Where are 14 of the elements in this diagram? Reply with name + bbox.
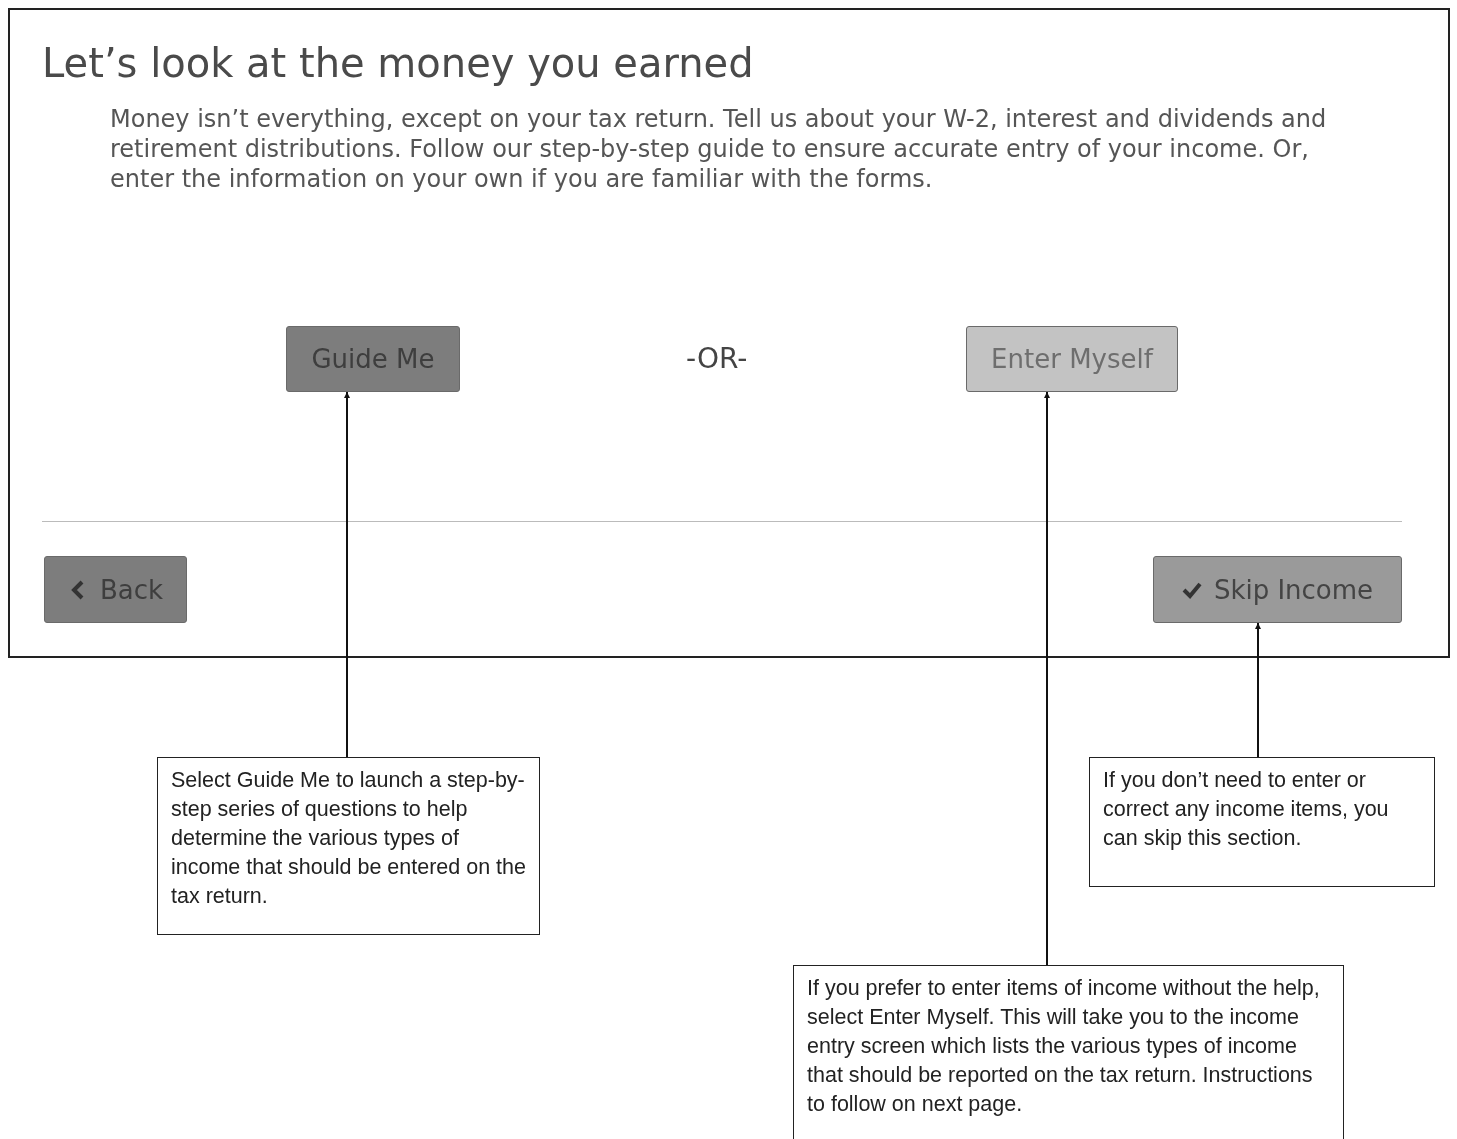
- screen-panel: [8, 8, 1450, 658]
- arrow: [1255, 622, 1261, 758]
- enter-myself-button: Enter Myself: [966, 326, 1178, 392]
- intro-paragraph: Money isn’t everything, except on your tax return. Tell us about your W-2, interest and dividends and retirement distributions. Follow our step-by-step guide to ensure accurate entry of your income. Or, enter the information on your own if you are familiar with the forms.: [110, 104, 1328, 194]
- callout-box: If you don’t need to enter or correct any income items, you can skip this section.: [1089, 757, 1435, 887]
- guide-me-button: Guide Me: [286, 326, 460, 392]
- page-heading: Let’s look at the money you earned: [42, 40, 754, 86]
- back-button: Back: [44, 556, 187, 623]
- arrow: [344, 391, 350, 758]
- callout-box: If you prefer to enter items of income without the help, select Enter Myself. This will take you to the income entry screen which lists the various types of income that should be reported on the tax return. Instructions to follow on next page.: [793, 965, 1344, 1139]
- or-separator: -OR-: [686, 342, 748, 375]
- arrow: [1044, 391, 1050, 966]
- skip-income-button: Skip Income: [1153, 556, 1402, 623]
- callout-box: Select Guide Me to launch a step-by-step series of questions to help determine the various types of income that should be entered on the tax return.: [157, 757, 540, 935]
